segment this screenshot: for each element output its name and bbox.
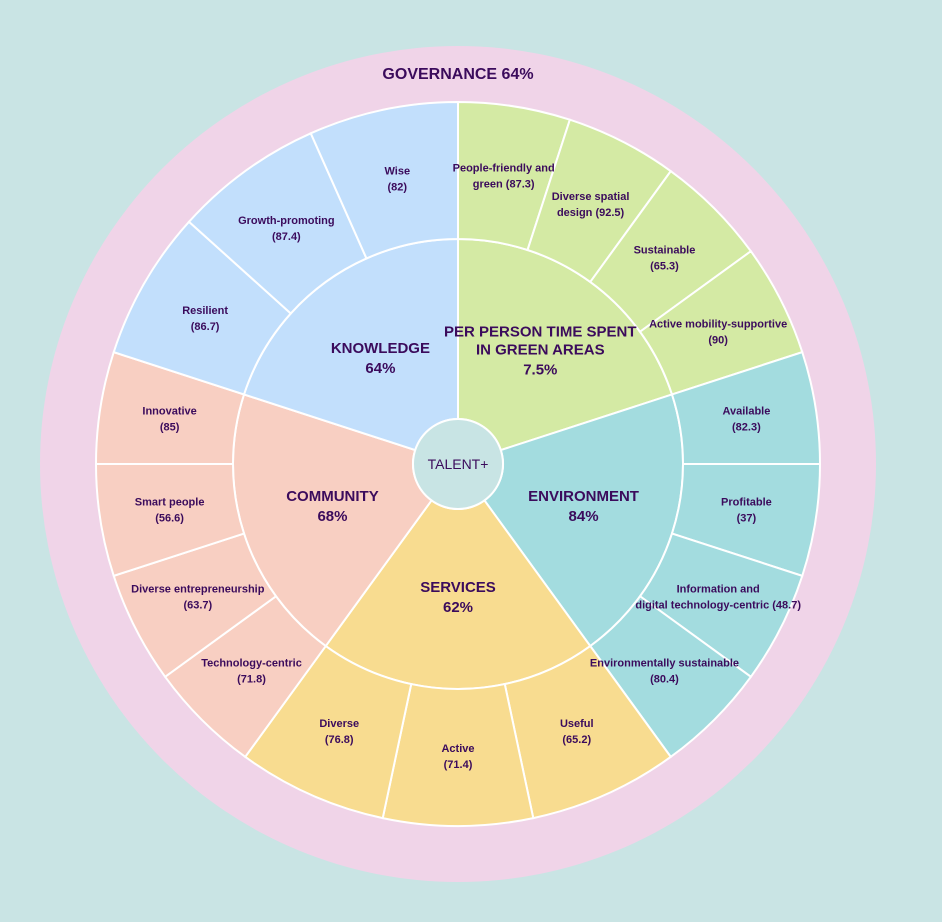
governance-label: GOVERNANCE 64% (382, 66, 533, 83)
center-label: TALENT+ (428, 456, 489, 472)
center-circle[interactable] (412, 418, 504, 510)
item-segment-wise[interactable] (309, 100, 459, 260)
item-label: Diverse(76.8) (319, 718, 359, 746)
item-label: Wise(82) (385, 165, 411, 193)
item-label: Technology-centric(71.8) (201, 657, 302, 685)
item-label: Innovative(85) (142, 405, 196, 433)
item-label: Environmentally sustainable(80.4) (590, 657, 739, 685)
item-label: Available(82.3) (722, 405, 770, 433)
item-label: Diverse entrepreneurship(63.7) (131, 584, 265, 612)
item-label: Active mobility-supportive(90) (649, 318, 787, 346)
item-label: Profitable(37) (721, 497, 772, 525)
item-label: Useful(65.2) (560, 718, 594, 746)
item-label: Sustainable(65.3) (634, 245, 696, 273)
item-label: Resilient(86.7) (182, 305, 228, 333)
item-label: Active(71.4) (441, 743, 474, 771)
item-label: Growth-promoting(87.4) (238, 215, 335, 243)
item-label: Smart people(56.6) (135, 497, 205, 525)
